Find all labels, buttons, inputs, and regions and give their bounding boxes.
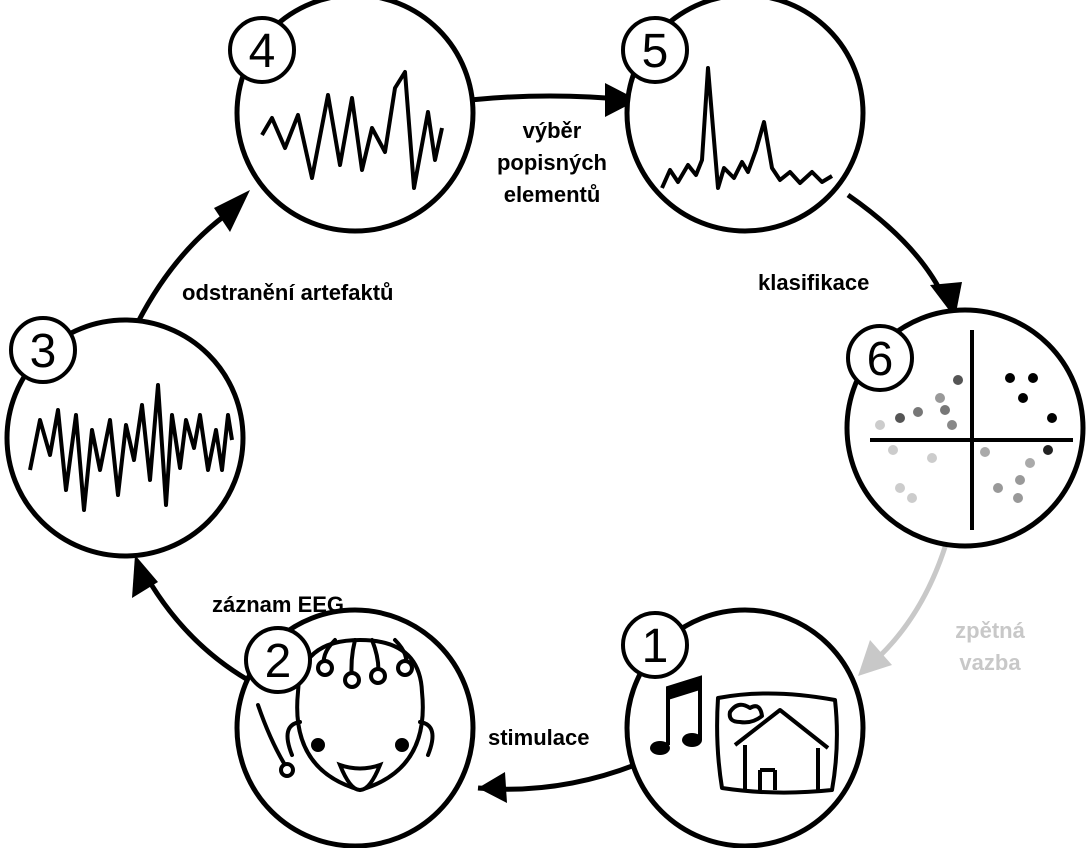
label-vyber-line1: výběr: [523, 118, 582, 143]
label-vyber-line2: popisných: [497, 150, 607, 175]
label-klasifikace: klasifikace: [758, 270, 869, 295]
step-1-node: 1: [621, 607, 866, 848]
step-4-node: 4: [228, 0, 476, 234]
arrowhead-odstraneni: [214, 190, 250, 232]
step-5-node: 5: [621, 0, 866, 234]
step-2-number: 2: [265, 635, 292, 688]
raw-eeg-wave-icon: [260, 70, 444, 190]
head-with-electrodes-icon: [256, 637, 435, 793]
arrowhead-vyber: [605, 83, 638, 117]
arrowhead-stimulace: [478, 772, 507, 803]
step-6-number: 6: [867, 333, 894, 386]
label-vyber-line3: elementů: [504, 182, 601, 207]
step-3-number: 3: [30, 325, 57, 378]
label-odstraneni-artefaktu: odstranění artefaktů: [182, 280, 394, 305]
arrowhead-zaznam: [132, 555, 158, 598]
scatter-points: [875, 373, 1057, 503]
feature-peaks-icon: [660, 66, 834, 190]
eeg-signal-icon: [28, 383, 234, 512]
label-zaznam-eeg: záznam EEG: [212, 592, 344, 617]
step-4-number: 4: [249, 25, 276, 78]
arrowhead-zpetna-vazba: [858, 640, 892, 676]
step-6-node: 6: [844, 307, 1086, 549]
picture-house-icon: [715, 691, 839, 795]
label-zpetna-line1: zpětná: [955, 618, 1025, 643]
label-zpetna-line2: vazba: [959, 650, 1021, 675]
music-note-icon: [650, 675, 702, 755]
step-1-number: 1: [642, 620, 669, 673]
step-5-number: 5: [642, 25, 669, 78]
step-2-node: 2: [234, 607, 476, 848]
step-3-node: 3: [4, 316, 246, 559]
label-stimulace: stimulace: [488, 725, 590, 750]
